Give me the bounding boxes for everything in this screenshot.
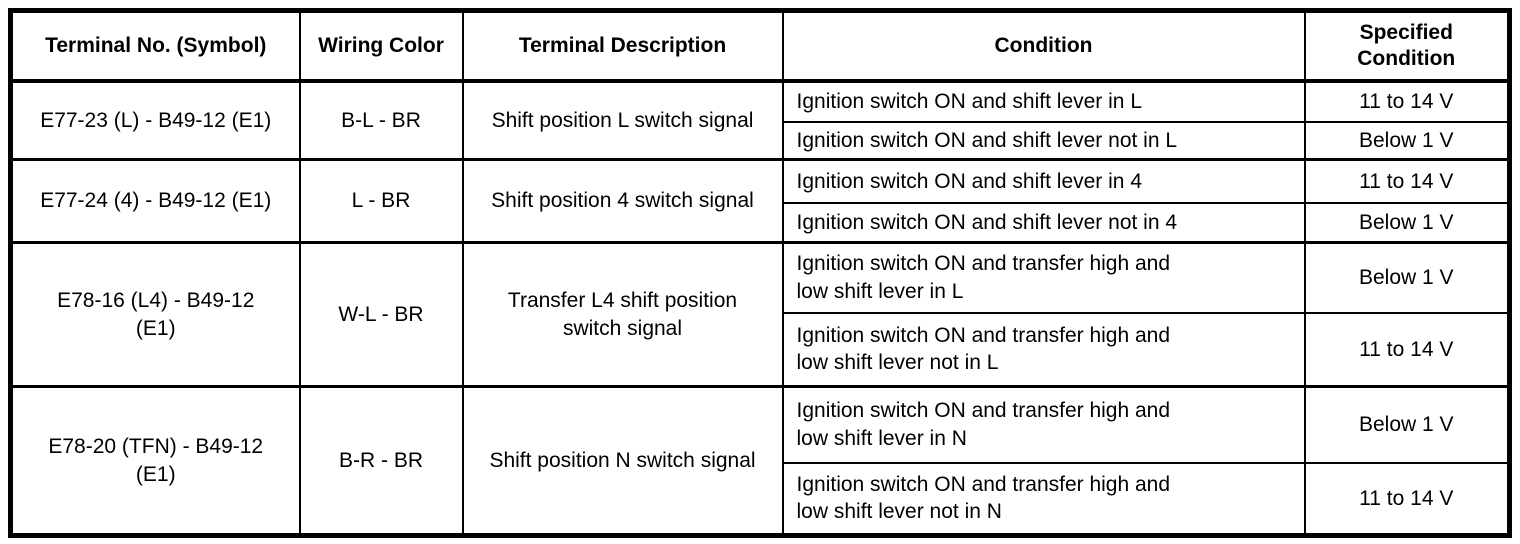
terminal-description-cell: Shift position N switch signal (461, 385, 784, 537)
terminal-cell: E78-16 (L4) - B49-12 (E1) (9, 241, 301, 388)
terminal-check-table: Terminal No. (Symbol) Wiring Color Termi… (8, 8, 1512, 538)
specified-condition-cell: 11 to 14 V (1303, 311, 1511, 388)
condition-cell: Ignition switch ON and shift lever in L (781, 79, 1306, 123)
column-header-condition: Condition (781, 9, 1306, 83)
table-row: E77-23 (L) - B49-12 (E1) B-L - BR Shift … (9, 79, 1511, 161)
condition-cell: Ignition switch ON and transfer high and… (781, 311, 1306, 388)
wiring-color-cell: B-R - BR (298, 385, 464, 537)
specified-condition-cell: 11 to 14 V (1303, 461, 1511, 537)
column-header-terminal-no: Terminal No. (Symbol) (9, 9, 301, 83)
table-row: Ignition switch ON and shift lever not i… (11, 120, 1511, 161)
table-row: Ignition switch ON and shift lever not i… (11, 201, 1511, 244)
table-row: Ignition switch ON and transfer high and… (11, 311, 1511, 388)
terminal-cell: E77-23 (L) - B49-12 (E1) (9, 79, 301, 161)
column-header-terminal-description: Terminal Description (461, 9, 784, 83)
condition-cell: Ignition switch ON and transfer high and… (781, 385, 1306, 464)
condition-cell: Ignition switch ON and transfer high and… (781, 461, 1306, 537)
specified-condition-cell: Below 1 V (1303, 241, 1511, 314)
condition-cell: Ignition switch ON and shift lever not i… (781, 201, 1306, 244)
table-row: E78-16 (L4) - B49-12 (E1) W-L - BR Trans… (9, 241, 1511, 388)
table-row: E78-20 (TFN) - B49-12 (E1) B-R - BR Shif… (9, 385, 1511, 537)
terminal-description-cell: Shift position L switch signal (461, 79, 784, 161)
condition-cell: Ignition switch ON and shift lever not i… (781, 120, 1306, 161)
terminal-cell: E78-20 (TFN) - B49-12 (E1) (9, 385, 301, 537)
wiring-color-cell: B-L - BR (298, 79, 464, 161)
column-header-wiring-color: Wiring Color (298, 9, 464, 83)
table-header-row: Terminal No. (Symbol) Wiring Color Termi… (9, 9, 1511, 83)
condition-cell: Ignition switch ON and shift lever in 4 (781, 158, 1306, 204)
column-header-specified-condition-label: Specified Condition (1357, 20, 1456, 70)
specified-condition-cell: Below 1 V (1303, 201, 1511, 244)
terminal-cell: E77-24 (4) - B49-12 (E1) (9, 158, 301, 244)
specified-condition-cell: Below 1 V (1303, 120, 1511, 161)
table-row: Ignition switch ON and transfer high and… (11, 461, 1511, 537)
terminal-description-cell: Shift position 4 switch signal (461, 158, 784, 244)
wiring-color-cell: L - BR (298, 158, 464, 244)
specified-condition-cell: 11 to 14 V (1303, 158, 1511, 204)
specified-condition-cell: Below 1 V (1303, 385, 1511, 464)
wiring-color-cell: W-L - BR (298, 241, 464, 388)
table-row: E77-24 (4) - B49-12 (E1) L - BR Shift po… (9, 158, 1511, 244)
condition-cell: Ignition switch ON and transfer high and… (781, 241, 1306, 314)
terminal-description-cell: Transfer L4 shift position switch signal (461, 241, 784, 388)
specified-condition-cell: 11 to 14 V (1303, 79, 1511, 123)
column-header-specified-condition: Specified Condition (1303, 9, 1511, 83)
